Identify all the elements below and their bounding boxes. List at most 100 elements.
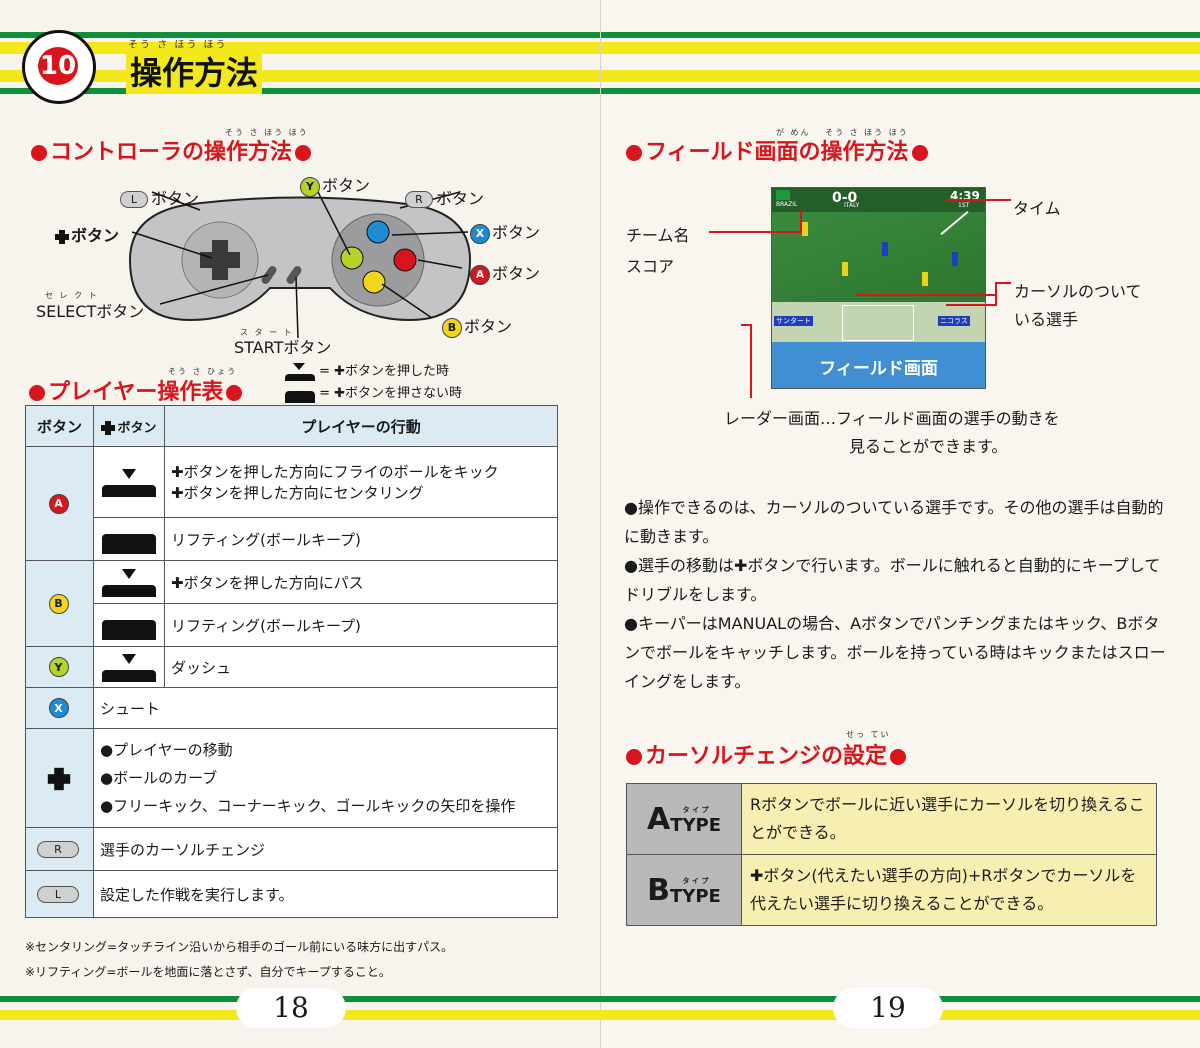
x-key-icon: X — [470, 223, 490, 244]
player-icon — [842, 262, 848, 276]
header-action: プレイヤーの行動 — [164, 405, 558, 447]
team-name-label: チーム名 — [626, 226, 690, 245]
header-button: ボタン — [25, 405, 94, 447]
player-icon — [952, 252, 958, 266]
cursor-ruby: せっ てい — [846, 730, 891, 739]
y-key-icon: Y — [48, 657, 69, 677]
row-button-cross — [25, 728, 94, 828]
l-button-text: ボタン — [151, 189, 200, 208]
x-key-icon: X — [48, 698, 69, 718]
controller-diagram — [128, 191, 472, 339]
y-key-icon: Y — [300, 176, 320, 197]
team-right: ITALY — [844, 202, 860, 209]
table-row: リフティング(ボールキープ) — [26, 603, 558, 647]
bullet-icon — [890, 749, 907, 765]
header-stripe — [601, 42, 1200, 54]
l-key-icon: L — [120, 191, 148, 208]
r-action: 選手のカーソルチェンジ — [93, 827, 558, 871]
player-table-ruby: そう さ ひょう — [168, 367, 238, 376]
cross-action: ●プレイヤーの移動 ●ボールのカーブ ●フリーキック、コーナーキック、ゴールキッ… — [93, 728, 558, 828]
b-button-text: ボタン — [464, 317, 513, 336]
bullet-paragraph: ●キーパーはMANUALの場合、Aボタンでパンチングまたはキック、Bボタンでボー… — [624, 614, 1166, 691]
player-icon — [882, 242, 888, 256]
header-stripe — [601, 70, 1200, 82]
cross-button-text: ボタン — [71, 226, 120, 245]
table-row: ●プレイヤーの移動 ●ボールのカーブ ●フリーキック、コーナーキック、ゴールキッ… — [25, 728, 558, 828]
bullet-paragraph: ●選手の移動は✚ボタンで行います。ボールに触れると自動的にキープしてドリブルをし… — [624, 556, 1161, 604]
y-press-action: ダッシュ — [164, 646, 558, 688]
callout-lines — [709, 199, 1011, 398]
start-ruby: ス タ ー ト — [240, 328, 294, 337]
table-row: B ✚ボタンを押した方向にパス — [25, 560, 558, 647]
r-key-icon: R — [37, 841, 79, 858]
field-ruby: が めん そう さ ほう ほう — [776, 128, 909, 137]
row-button-l: L — [25, 870, 94, 918]
chapter-badge: 10 — [22, 30, 96, 104]
a-nopress-action: リフティング(ボールキープ) — [164, 517, 558, 561]
type-ruby: タ イ プ — [682, 876, 709, 885]
press-icon — [102, 467, 156, 497]
row-button-a: A — [25, 446, 94, 561]
table-header-row: ボタン ボタン プレイヤーの行動 — [25, 405, 558, 447]
select-button-label: SELECTボタン — [36, 302, 145, 321]
b-key-icon: B — [442, 317, 462, 338]
table-row: X シュート — [25, 687, 558, 729]
bullet-icon — [226, 385, 243, 401]
r-key-icon: R — [405, 191, 433, 208]
row-button-x: X — [25, 687, 94, 729]
start-button-label: STARTボタン — [234, 338, 332, 357]
score: 0-0 — [832, 190, 858, 206]
bullet-icon — [911, 145, 928, 161]
b-key-icon: B — [48, 593, 69, 614]
cursor-player-label-2: いる選手 — [1014, 310, 1079, 329]
no-press-cell — [93, 603, 165, 647]
table-row: Y ダッシュ — [25, 646, 558, 688]
type-word: TYPE — [670, 885, 721, 907]
radar-field — [842, 305, 914, 341]
row-button-r: R — [25, 827, 94, 871]
type-letter: B — [647, 872, 671, 908]
l-key-icon: L — [37, 886, 79, 903]
player-left-name: サンタート — [774, 316, 813, 326]
player-right-name: ニコラス — [938, 316, 970, 326]
radar-label-2: 見ることができます。 — [849, 437, 1008, 456]
flag-icon — [776, 190, 790, 200]
press-icon — [102, 567, 156, 597]
game-screen: BRAZIL 0-0 ITALY 4:39 1ST サンタート ニコラス フィー… — [771, 187, 986, 389]
player-icon — [922, 272, 928, 286]
no-press-cell — [93, 517, 165, 561]
row-button-y: Y — [25, 646, 94, 688]
controller-ruby: そう さ ほう ほう — [225, 128, 309, 137]
bullet-paragraph: ●操作できるのは、カーソルのついている選手です。その他の選手は自動的に動きます。 — [624, 498, 1164, 546]
select-ruby: セ レ ク ト — [45, 291, 99, 300]
no-press-icon — [102, 610, 156, 640]
header-stripe — [0, 32, 600, 38]
type-a-description: Rボタンでボールに近い選手にカーソルを切り換えることができる。 — [741, 783, 1157, 855]
legend: = ✚ボタンを押した時 = ✚ボタンを押さない時 — [285, 360, 462, 404]
chapter-ruby: そう さ ほう ほう — [128, 40, 228, 51]
press-icon — [285, 362, 315, 381]
bullet-icon — [626, 749, 642, 765]
page-number: 18 — [236, 988, 346, 1028]
header-cross-button: ボタン — [93, 405, 165, 447]
b-nopress-action: リフティング(ボールキープ) — [164, 603, 558, 647]
half: 1ST — [958, 202, 970, 209]
press-cell — [93, 560, 165, 604]
cross-button-label: ボタン — [55, 222, 119, 246]
time-label: タイム — [1013, 199, 1061, 218]
no-press-icon — [285, 385, 315, 403]
press-cell — [93, 446, 165, 518]
y-button-text: ボタン — [322, 176, 371, 195]
header-stripe — [601, 88, 1200, 94]
field-screen-caption: フィールド画面 — [772, 342, 985, 388]
x-button-text: ボタン — [492, 223, 541, 242]
pitch — [772, 210, 985, 302]
chapter-title: 操作方法 — [126, 48, 263, 94]
score-label: スコア — [626, 257, 675, 276]
a-key-icon: A — [48, 493, 69, 514]
cursor-title-text: カーソルチェンジの設定 — [645, 744, 888, 769]
